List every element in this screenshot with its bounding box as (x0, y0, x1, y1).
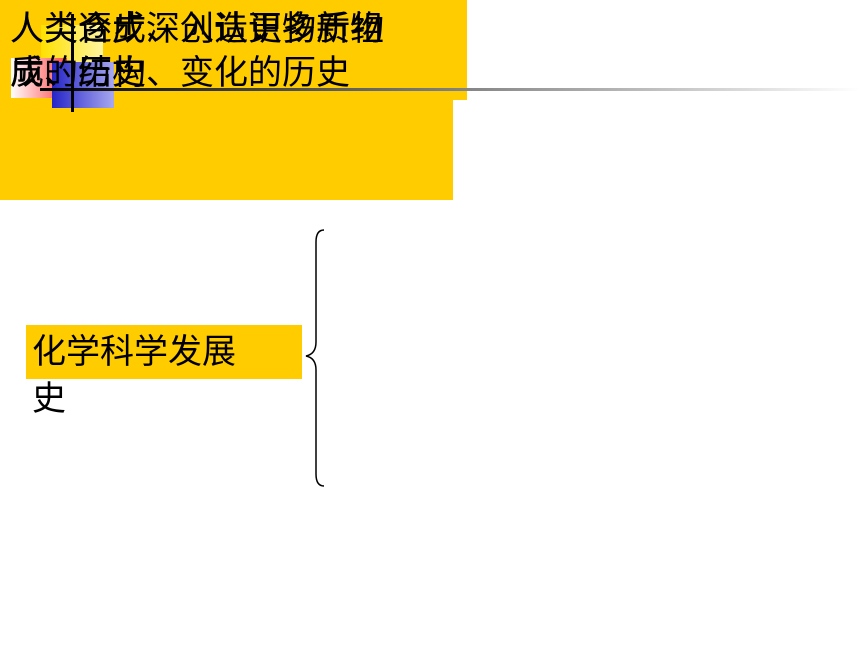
deco-blue-square (52, 62, 114, 108)
branch-node-2-line1: 人类合成、创造更多新物 (10, 9, 384, 49)
slide-corner-decoration (11, 14, 860, 112)
branch-node-2: 人类合成、创造更多新物 质的历史 (0, 9, 453, 200)
root-node: 化学科学发展 史 (26, 325, 302, 419)
root-node-label-line1: 化学科学发展 (26, 325, 302, 379)
branch-node-1-text: 人类逐步深入认识物质组 成、结构、变化的历史 (10, 7, 384, 95)
branch-node-1: 人类逐步深入认识物质组 成、结构、变化的历史 (0, 0, 467, 100)
deco-vertical-line (71, 14, 74, 112)
deco-horizontal-line (40, 88, 860, 91)
root-node-label-line2: 史 (32, 379, 66, 419)
branch-node-1-line1: 人类逐步深入认识物质组 (10, 9, 384, 49)
branch-node-2-line2: 质的历史 (10, 53, 146, 93)
branch-node-2-text: 人类合成、创造更多新物 质的历史 (10, 7, 384, 95)
branch-node-1-line2: 成、结构、变化的历史 (10, 53, 350, 93)
